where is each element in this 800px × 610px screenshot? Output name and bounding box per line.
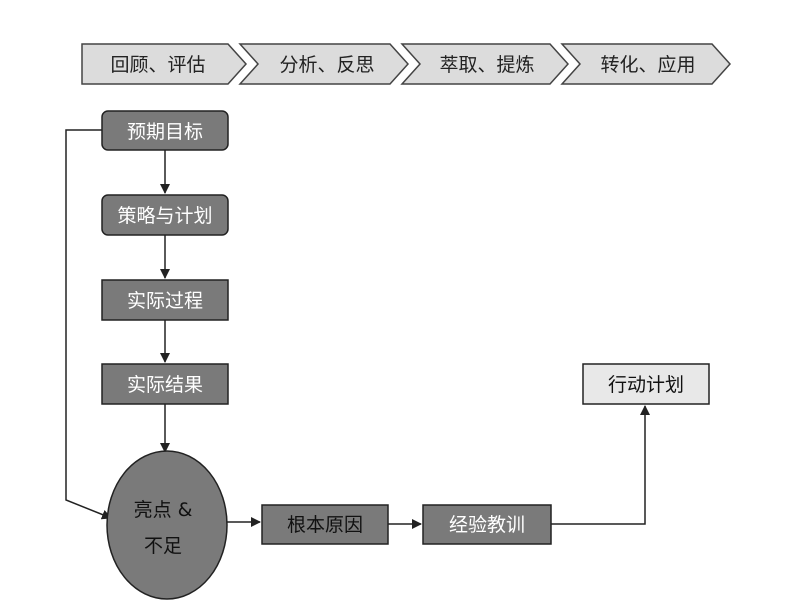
arrow-goal-feedback-to-highlights [65, 129, 112, 520]
step-strategy: 策略与计划 [101, 194, 229, 236]
phase-label-extract: 萃取、提炼 [439, 54, 534, 76]
connectors [65, 129, 650, 529]
step-result-label: 实际结果 [127, 374, 203, 396]
phase-label-apply: 转化、应用 [600, 54, 695, 76]
phase-label-analyze: 分析、反思 [279, 54, 374, 76]
step-highlights: 亮点 & 不足 [106, 450, 228, 600]
step-highlights-label-line1: 亮点 & [134, 499, 193, 521]
step-action-plan-label: 行动计划 [608, 374, 684, 396]
step-goal: 预期目标 [101, 110, 229, 151]
step-lessons: 经验教训 [422, 504, 552, 545]
step-root-cause: 根本原因 [261, 504, 389, 545]
phase-chevron-analyze: 分析、反思 [238, 43, 410, 85]
step-process: 实际过程 [101, 279, 229, 321]
step-strategy-label: 策略与计划 [117, 205, 212, 227]
phase-banner: 回顾、评估 分析、反思 萃取、提炼 转化、应用 [81, 43, 732, 85]
step-goal-label: 预期目标 [127, 121, 203, 143]
phase-chevron-apply: 转化、应用 [560, 43, 732, 85]
step-highlights-label-line2: 不足 [144, 535, 182, 557]
step-action-plan: 行动计划 [582, 363, 710, 405]
step-lessons-label: 经验教训 [449, 514, 525, 536]
phase-chevron-extract: 萃取、提炼 [400, 43, 570, 85]
step-process-label: 实际过程 [127, 290, 203, 312]
arrow-lessons-to-action-plan [551, 405, 650, 525]
step-root-cause-label: 根本原因 [287, 514, 363, 536]
phase-chevron-review: 回顾、评估 [81, 43, 248, 85]
step-result: 实际结果 [101, 363, 229, 405]
phase-label-review: 回顾、评估 [110, 54, 205, 76]
